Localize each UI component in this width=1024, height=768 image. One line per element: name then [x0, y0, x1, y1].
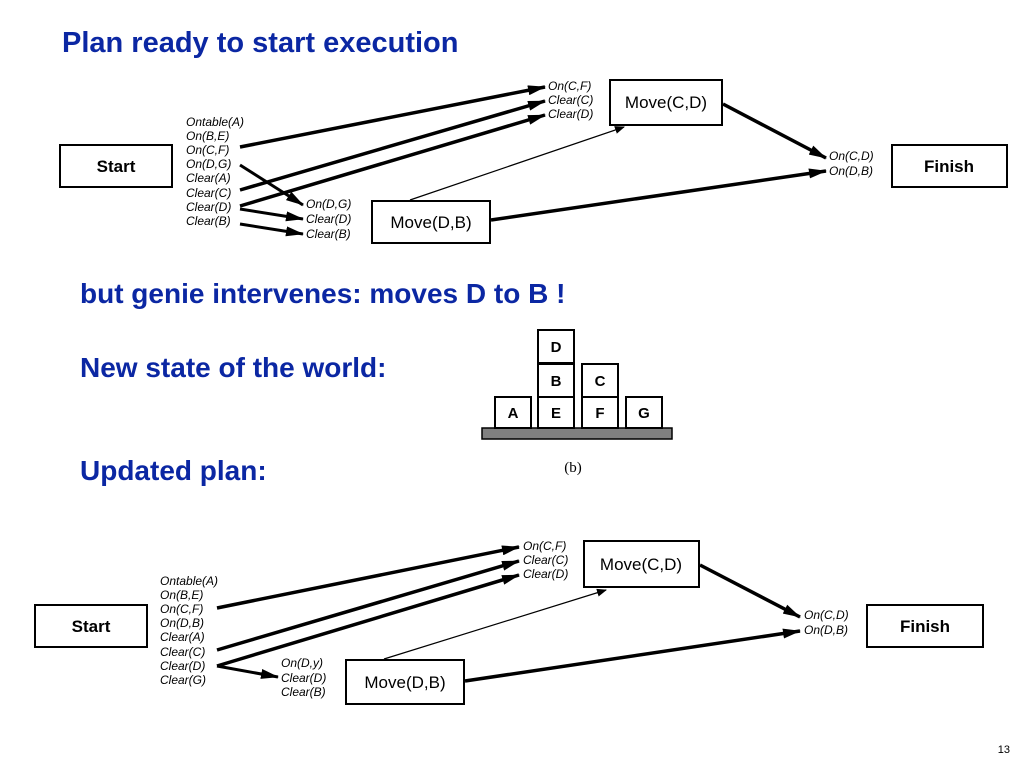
- plan1-move-db-precond: Clear(B): [306, 227, 351, 241]
- plan2-link: [216, 664, 279, 679]
- plan2-start-effect: On(B,E): [160, 588, 203, 602]
- block-g: [625, 396, 663, 429]
- plan2-start-effect: Clear(A): [160, 630, 205, 644]
- plan2-link: [464, 628, 801, 683]
- plan2-move-cd-node: [583, 540, 700, 588]
- plan1-move-db-precond: On(D,G): [306, 197, 351, 211]
- plan2-finish-label: Finish: [900, 617, 950, 636]
- heading-new-state: New state of the world:: [80, 352, 387, 383]
- plan2-start-label: Start: [72, 617, 111, 636]
- plan1-move-db-node: [371, 200, 491, 244]
- plan1-move-db-precond: Clear(D): [306, 212, 351, 226]
- plan1-start-effect: Clear(A): [186, 171, 231, 185]
- plan1-link: [239, 85, 546, 149]
- plan2-start-effect: Ontable(A): [160, 574, 218, 588]
- plan2-link: [383, 588, 607, 660]
- plan1-link: [239, 222, 304, 237]
- plan1-move-cd-precond: Clear(D): [548, 107, 593, 121]
- title-plan-ready: Plan ready to start execution: [62, 27, 459, 59]
- plan1-finish-label: Finish: [924, 157, 974, 176]
- plan2-move-db-precond: Clear(D): [281, 671, 326, 685]
- plan2-start-effect: On(C,F): [160, 602, 203, 616]
- plan2-finish-precond: On(D,B): [804, 623, 848, 637]
- plan2-finish-precond: On(C,D): [804, 608, 849, 622]
- plan1-link: [239, 207, 304, 222]
- plan1-finish-precond: On(C,D): [829, 149, 874, 163]
- block-g-label: G: [638, 405, 650, 422]
- plan2-finish-preconds: On(C,D) On(D,B): [804, 608, 849, 637]
- plan2-link: [216, 559, 520, 652]
- plan1-start-effect: Clear(C): [186, 186, 231, 200]
- block-c: [581, 363, 619, 398]
- plan2-move-cd-precond: Clear(D): [523, 567, 568, 581]
- plan2-links: [216, 545, 801, 683]
- plan1-start-effect: On(B,E): [186, 129, 229, 143]
- plan1-link: [490, 168, 827, 222]
- plan1-start-effect: On(C,F): [186, 143, 229, 157]
- page-number: 13: [997, 744, 1010, 756]
- plan2-link: [216, 573, 520, 668]
- plan2-move-cd-precond: On(C,F): [523, 539, 566, 553]
- block-f: [581, 396, 619, 429]
- block-d: [537, 329, 575, 364]
- plan1-link: [239, 99, 546, 192]
- plan1-move-cd-preconds: On(C,F) Clear(C) Clear(D): [548, 79, 593, 121]
- plan2-link: [699, 563, 801, 619]
- plan1-move-cd-precond: Clear(C): [548, 93, 593, 107]
- plan2-start-effect: Clear(D): [160, 659, 205, 673]
- plan2-move-cd-precond: Clear(C): [523, 553, 568, 567]
- plan2-move-db-node: [345, 659, 465, 705]
- plan1-start-effect: Clear(B): [186, 214, 231, 228]
- plan1-start-effects: Ontable(A) On(B,E) On(C,F) On(D,G) Clear…: [186, 115, 244, 228]
- plan2-start-node: [34, 604, 148, 648]
- plan1-finish-node: [891, 144, 1008, 188]
- plan1-move-cd-label: Move(C,D): [625, 93, 707, 112]
- heading-genie: but genie intervenes: moves D to B !: [80, 278, 566, 309]
- plan1-finish-precond: On(D,B): [829, 164, 873, 178]
- plan1-link: [409, 126, 625, 201]
- heading-updated-plan: Updated plan:: [80, 455, 267, 486]
- table: [481, 427, 673, 440]
- block-e-label: E: [551, 405, 561, 422]
- plan1-link: [239, 113, 546, 208]
- plan2-start-effects: Ontable(A) On(B,E) On(C,F) On(D,B) Clear…: [160, 574, 218, 687]
- plan2-move-db-precond: Clear(B): [281, 685, 326, 699]
- plan1-start-node: [59, 144, 173, 188]
- plan1-move-cd-node: [609, 79, 723, 126]
- plan2-move-db-preconds: On(D,y) Clear(D) Clear(B): [281, 656, 326, 699]
- block-c-label: C: [595, 373, 606, 390]
- plan1-start-effect: Clear(D): [186, 200, 231, 214]
- plan1-link: [239, 163, 304, 207]
- plan2-finish-node: [866, 604, 984, 648]
- plan1-start-label: Start: [97, 157, 136, 176]
- world-state: D B C A E F G (b): [481, 329, 673, 476]
- block-f-label: F: [595, 405, 604, 422]
- plan2-move-db-precond: On(D,y): [281, 656, 323, 670]
- plan1-start-effect: On(D,G): [186, 157, 231, 171]
- block-a-label: A: [508, 405, 519, 422]
- plan1-start-effect: Ontable(A): [186, 115, 244, 129]
- plan1-links: [239, 85, 827, 237]
- block-b-label: B: [551, 373, 562, 390]
- plan2-move-cd-label: Move(C,D): [600, 555, 682, 574]
- plan2-start-effect: On(D,B): [160, 616, 204, 630]
- plan2-move-cd-preconds: On(C,F) Clear(C) Clear(D): [523, 539, 568, 581]
- plan1-move-db-label: Move(D,B): [390, 213, 471, 232]
- plan2-start-effect: Clear(G): [160, 673, 206, 687]
- plan-2: Start Move(C,D) Move(D,B) Finish Ontable…: [34, 539, 984, 705]
- plan2-move-db-label: Move(D,B): [364, 673, 445, 692]
- plan1-move-db-preconds: On(D,G) Clear(D) Clear(B): [306, 197, 351, 241]
- block-a: [494, 396, 532, 429]
- block-e: [537, 396, 575, 429]
- plan2-link: [216, 545, 520, 610]
- world-caption: (b): [564, 460, 582, 476]
- plan1-move-cd-precond: On(C,F): [548, 79, 591, 93]
- plan-1: Start Move(C,D) Move(D,B) Finish Ontable…: [59, 79, 1008, 244]
- plan1-finish-preconds: On(C,D) On(D,B): [829, 149, 874, 178]
- plan2-start-effect: Clear(C): [160, 645, 205, 659]
- plan1-link: [722, 102, 827, 160]
- block-d-label: D: [551, 339, 562, 356]
